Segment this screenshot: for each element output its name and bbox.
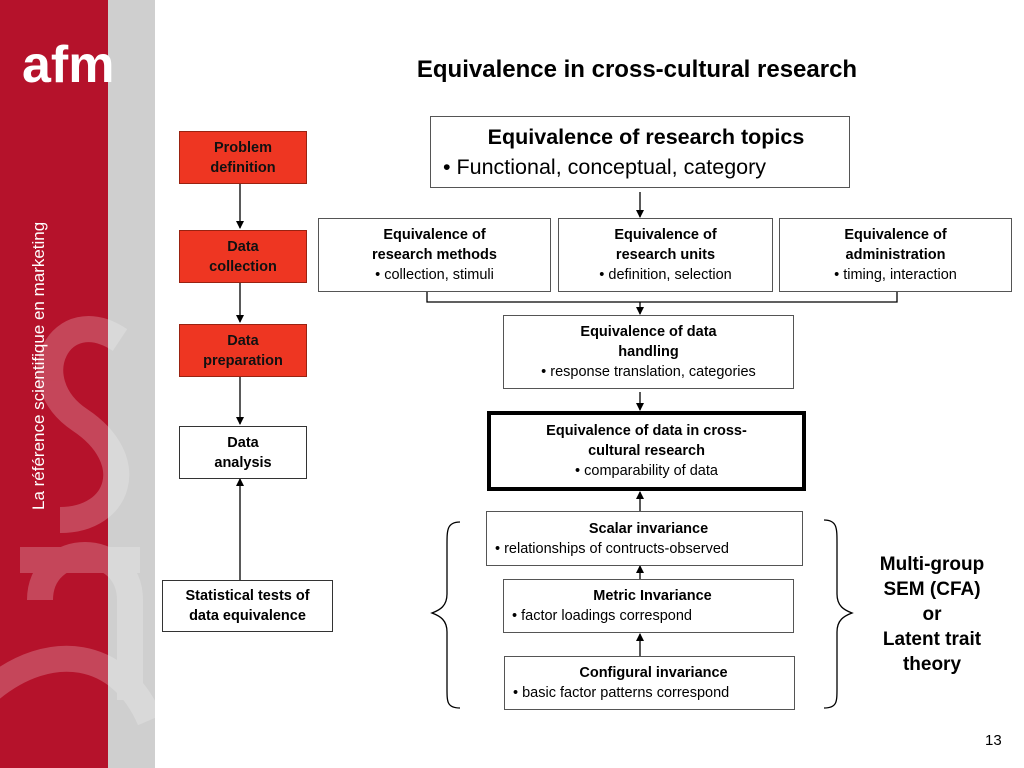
multi-group-label: Multi-group SEM (CFA) or Latent trait th… (879, 554, 985, 675)
metric-title: Metric Invariance (593, 588, 712, 604)
metric-bullet: • factor loadings correspond (512, 608, 692, 624)
right-brace (823, 519, 854, 709)
configural-bullet: • basic factor patterns correspond (513, 685, 730, 701)
afm-logo: afm (22, 36, 114, 94)
slide-title: Equivalence in cross-cultural research (416, 56, 858, 83)
configural-invariance-box: Configural invariance • basic factor pat… (504, 656, 795, 710)
scalar-invariance-box: Scalar invariance • relationships of con… (486, 511, 803, 566)
cross-cultural-title: Equivalence of data in cross- cultural r… (546, 423, 747, 459)
data-handling-title: Equivalence of data handling (580, 324, 717, 360)
research-topics-title: Equivalence of research topics (487, 125, 805, 149)
row-bracket (426, 292, 898, 303)
research-methods-box: Equivalence of research methods • collec… (318, 218, 551, 292)
research-units-bullet: • definition, selection (599, 267, 732, 283)
step-data-collection: Data collection (179, 230, 307, 283)
left-brace (430, 521, 461, 709)
step-data-preparation: Data preparation (179, 324, 307, 377)
research-topics-bullet: • Functional, conceptual, category (443, 155, 767, 179)
scalar-title: Scalar invariance (588, 520, 709, 537)
data-handling-box: Equivalence of data handling • response … (503, 315, 794, 389)
research-units-title: Equivalence of research units (614, 227, 717, 263)
step-data-analysis: Data analysis (179, 426, 307, 479)
research-topics-box: Equivalence of research topics • Functio… (430, 116, 850, 188)
sidebar-art: afm La référence scientifique en marketi… (0, 0, 155, 768)
configural-title: Configural invariance (579, 665, 728, 681)
data-handling-bullet: • response translation, categories (541, 364, 756, 380)
page-number: 13 (985, 732, 1002, 749)
cross-cultural-bullet: • comparability of data (575, 463, 718, 479)
scalar-bullet: • relationships of contructs-observed (495, 540, 729, 557)
research-methods-bullet: • collection, stimuli (375, 267, 494, 283)
metric-invariance-box: Metric Invariance • factor loadings corr… (503, 579, 794, 633)
step-problem-definition: Problem definition (179, 131, 307, 184)
sidebar-tagline: La référence scientifique en marketing (29, 222, 48, 510)
statistical-tests-box: Statistical tests of data equivalence (162, 580, 333, 632)
administration-box: Equivalence of administration • timing, … (779, 218, 1012, 292)
administration-title: Equivalence of administration (844, 227, 947, 263)
research-units-box: Equivalence of research units • definiti… (558, 218, 773, 292)
cross-cultural-box: Equivalence of data in cross- cultural r… (487, 411, 806, 491)
administration-bullet: • timing, interaction (834, 267, 957, 283)
brand-sidebar: afm La référence scientifique en marketi… (0, 0, 155, 768)
research-methods-title: Equivalence of research methods (372, 227, 497, 263)
